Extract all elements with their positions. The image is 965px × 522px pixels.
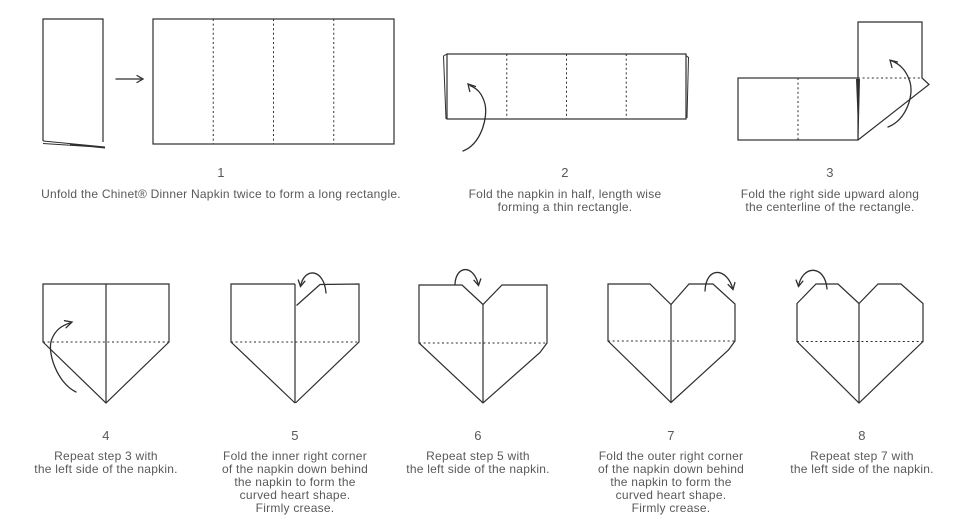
step-5-caption: Fold the inner right corner of the napki…	[221, 449, 369, 515]
heart-notch-shape	[418, 284, 548, 404]
step-1-number: 1	[217, 165, 225, 180]
step-3-caption: Fold the right side upward along the cen…	[740, 187, 920, 214]
fold-up-arrow-icon	[462, 83, 487, 152]
unfold-arrow-icon	[115, 74, 145, 84]
step-4-caption: Repeat step 3 with the left side of the …	[34, 449, 178, 476]
napkin-layer-lines	[42, 140, 106, 149]
step-6-number: 6	[474, 428, 482, 443]
fold-behind-arrow-icon	[795, 269, 828, 290]
step-1-caption: Unfold the Chinet® Dinner Napkin twice t…	[41, 187, 401, 201]
napkin-layer-lines	[442, 53, 690, 120]
fold-up-arrow-icon	[887, 59, 912, 128]
step-2-number: 2	[561, 165, 569, 180]
rectangle-with-folded-right-side	[737, 21, 930, 141]
unfolded-rectangle-shape	[152, 18, 395, 145]
crease-lines	[506, 54, 627, 119]
crease-lines	[212, 19, 335, 144]
step-5-number: 5	[291, 428, 299, 443]
step-4-number: 4	[102, 428, 110, 443]
fold-behind-arrow-icon	[454, 268, 482, 287]
fold-up-arrow-icon	[49, 320, 77, 393]
step-7-number: 7	[667, 428, 675, 443]
folded-corner-edge	[295, 283, 360, 404]
heart-outer-corner-folded-shape	[607, 283, 736, 404]
fold-behind-arrow-icon	[297, 272, 327, 294]
step-8-number: 8	[858, 428, 866, 443]
fold-behind-arrow-icon	[704, 271, 736, 292]
fold-shadow	[856, 79, 860, 140]
finished-heart-shape	[796, 283, 924, 404]
pointed-napkin-shape	[42, 283, 170, 404]
step-8-caption: Repeat step 7 with the left side of the …	[790, 449, 934, 476]
step-6-caption: Repeat step 5 with the left side of the …	[406, 449, 550, 476]
step-7-caption: Fold the outer right corner of the napki…	[597, 449, 745, 515]
folded-up-flap	[857, 21, 930, 141]
thin-rectangle-shape	[442, 53, 690, 120]
step-3-number: 3	[826, 165, 834, 180]
folded-napkin-shape	[42, 18, 106, 149]
napkin-inner-corner-folded-shape	[230, 283, 360, 404]
step-2-caption: Fold the napkin in half, length wise for…	[468, 187, 662, 214]
